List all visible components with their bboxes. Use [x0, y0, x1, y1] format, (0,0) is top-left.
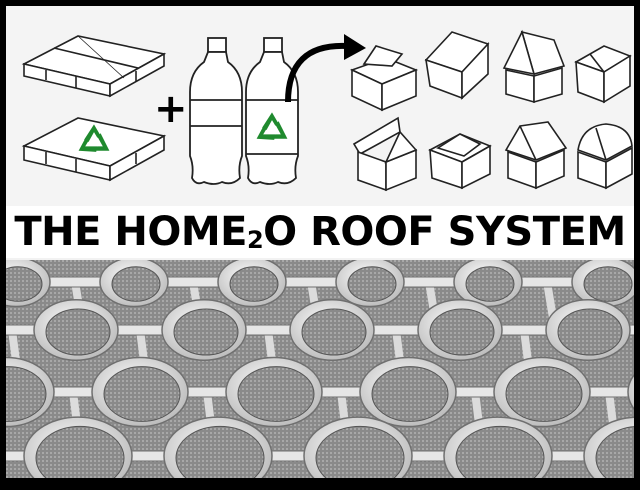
house-roof-icon — [504, 121, 568, 190]
arrow-icon — [285, 34, 366, 103]
grid-ring-hole — [45, 308, 111, 356]
grid-ring-hole — [429, 308, 495, 356]
house-roof-icon — [352, 116, 418, 192]
grid-ring-hole — [371, 366, 449, 422]
grid-ring-hole — [35, 425, 125, 478]
grid-ring-hole — [583, 266, 633, 302]
grid-ring-hole — [173, 308, 239, 356]
bottle-icon — [189, 37, 243, 185]
house-roof-icon — [502, 29, 566, 104]
grid-ring-hole — [229, 266, 279, 302]
title-text-end: O ROOF SYSTEM — [263, 209, 626, 255]
pallet-icon — [21, 35, 167, 98]
pallet-icon — [21, 117, 167, 182]
grid-ring-hole — [455, 425, 545, 478]
house-roof-icon — [349, 45, 419, 112]
house-roof-icon — [428, 133, 492, 190]
grid-ring-hole — [6, 366, 47, 422]
bottle-icon — [245, 37, 299, 185]
grid-ring-hole — [557, 308, 623, 356]
title-text-main: THE HOME — [14, 209, 247, 255]
poster: + — [6, 6, 634, 478]
grid-ring-hole — [103, 366, 181, 422]
grid-ring-hole — [301, 308, 367, 356]
house-roof-icon — [577, 123, 633, 190]
grid-ring-hole — [175, 425, 265, 478]
grid-ring-hole — [595, 426, 634, 478]
roof-grid-photo — [6, 256, 634, 478]
grid-ring-hole — [315, 425, 405, 478]
grid-ring-hole — [237, 366, 315, 422]
grid-ring — [627, 374, 634, 410]
grid-ring-hole — [505, 366, 583, 422]
house-roof-icon — [424, 31, 490, 100]
grid-ring-hole — [347, 266, 397, 302]
grid-ring-hole — [465, 266, 515, 302]
grid-ring-hole — [6, 266, 43, 302]
house-roof-icon — [574, 45, 632, 104]
grid-ring-hole — [111, 266, 161, 302]
grid-rings — [6, 256, 634, 478]
illustration-panel: + — [6, 6, 634, 206]
title-subscript: 2 — [246, 226, 264, 254]
plus-symbol: + — [154, 86, 188, 132]
